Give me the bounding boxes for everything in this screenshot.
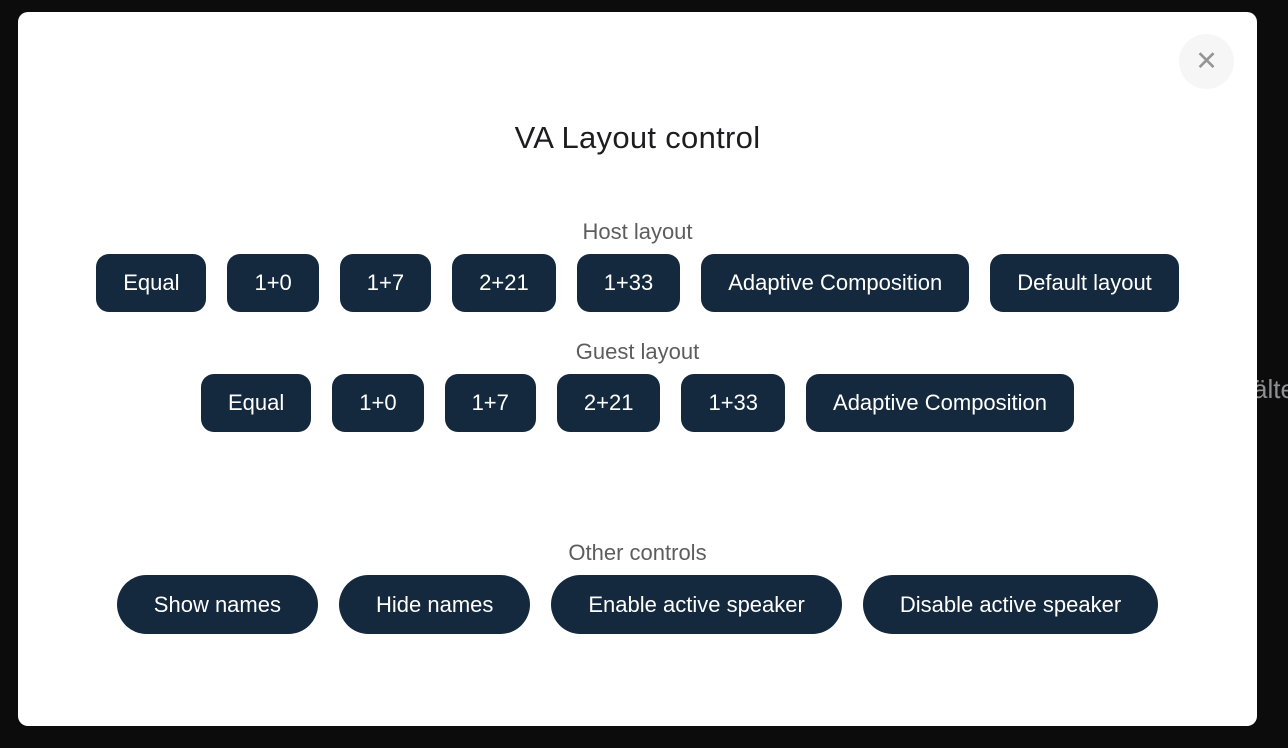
- guest-button-adaptive-composition[interactable]: Adaptive Composition: [806, 374, 1075, 432]
- host-layout-button-row: Equal 1+0 1+7 2+21 1+33 Adaptive Composi…: [18, 254, 1257, 312]
- disable-active-speaker-button[interactable]: Disable active speaker: [862, 575, 1159, 634]
- dialog-title: VA Layout control: [514, 120, 761, 155]
- host-layout-section-label: Host layout: [582, 219, 693, 244]
- host-button-1-33[interactable]: 1+33: [576, 254, 681, 312]
- guest-button-2-21[interactable]: 2+21: [556, 374, 661, 432]
- enable-active-speaker-button[interactable]: Enable active speaker: [551, 575, 842, 634]
- guest-button-equal[interactable]: Equal: [200, 374, 312, 432]
- host-button-2-21[interactable]: 2+21: [452, 254, 556, 312]
- host-button-1-0[interactable]: 1+0: [227, 254, 319, 312]
- host-button-adaptive-composition[interactable]: Adaptive Composition: [701, 254, 970, 312]
- other-controls-section-label: Other controls: [568, 540, 707, 565]
- guest-button-1-7[interactable]: 1+7: [444, 374, 536, 432]
- guest-button-1-0[interactable]: 1+0: [332, 374, 424, 432]
- va-layout-control-dialog: ✕ VA Layout control Host layout Equal 1+…: [18, 12, 1257, 726]
- other-controls-button-row: Show names Hide names Enable active spea…: [18, 575, 1257, 634]
- hide-names-button[interactable]: Hide names: [338, 575, 531, 634]
- guest-layout-button-row: Equal 1+0 1+7 2+21 1+33 Adaptive Composi…: [18, 374, 1257, 432]
- host-button-default-layout[interactable]: Default layout: [990, 254, 1179, 312]
- background-text-fragment: älte: [1253, 374, 1288, 404]
- close-button[interactable]: ✕: [1179, 34, 1234, 89]
- close-icon: ✕: [1195, 46, 1218, 76]
- guest-layout-section-label: Guest layout: [575, 339, 700, 364]
- host-button-1-7[interactable]: 1+7: [339, 254, 432, 312]
- host-button-equal[interactable]: Equal: [96, 254, 207, 312]
- show-names-button[interactable]: Show names: [116, 575, 318, 634]
- guest-button-1-33[interactable]: 1+33: [681, 374, 786, 432]
